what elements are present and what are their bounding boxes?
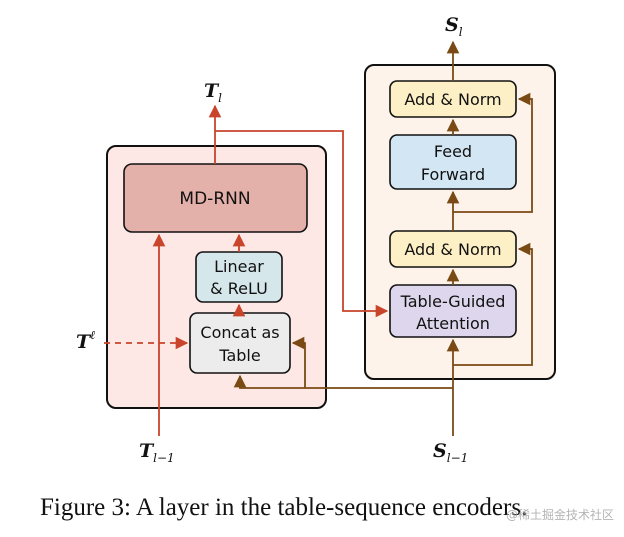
add-norm-top-label: Add & Norm (404, 90, 501, 109)
t-output-symbol: Tl (204, 80, 222, 105)
linear-label-line1: Linear (214, 257, 264, 276)
tga-label-line2: Attention (416, 314, 490, 333)
linear-label-line2: & ReLU (210, 279, 268, 298)
add-norm-bottom-label: Add & Norm (404, 240, 501, 259)
tga-label-line1: Table-Guided (400, 292, 506, 311)
feed-forward-label-line1: Feed (434, 142, 472, 161)
s-output-symbol: Sl (445, 14, 463, 39)
s-to-concat-arrow (233, 374, 453, 389)
s-to-concat-side-arrow (291, 336, 306, 388)
mdrnn-to-attention-arrow (215, 130, 389, 318)
feed-forward-label-line2: Forward (421, 165, 485, 184)
sequence-stream-arrows (233, 40, 533, 436)
concat-label-line2: Table (218, 346, 260, 365)
t-input-symbol: Tl−1 (139, 440, 175, 465)
residual-to-addnorm-bottom (453, 242, 533, 366)
watermark: @稀土掘金技术社区 (506, 507, 614, 522)
concat-label-line1: Concat as (200, 323, 279, 342)
table-stream-arrows (104, 104, 389, 436)
s-input-symbol: Sl−1 (433, 440, 468, 465)
t-external-symbol: Tℓ (76, 328, 95, 353)
residual-to-addnorm-top (453, 92, 533, 213)
figure-caption: Figure 3: A layer in the table-sequence … (40, 494, 527, 521)
mdrnn-label: MD-RNN (179, 189, 250, 209)
